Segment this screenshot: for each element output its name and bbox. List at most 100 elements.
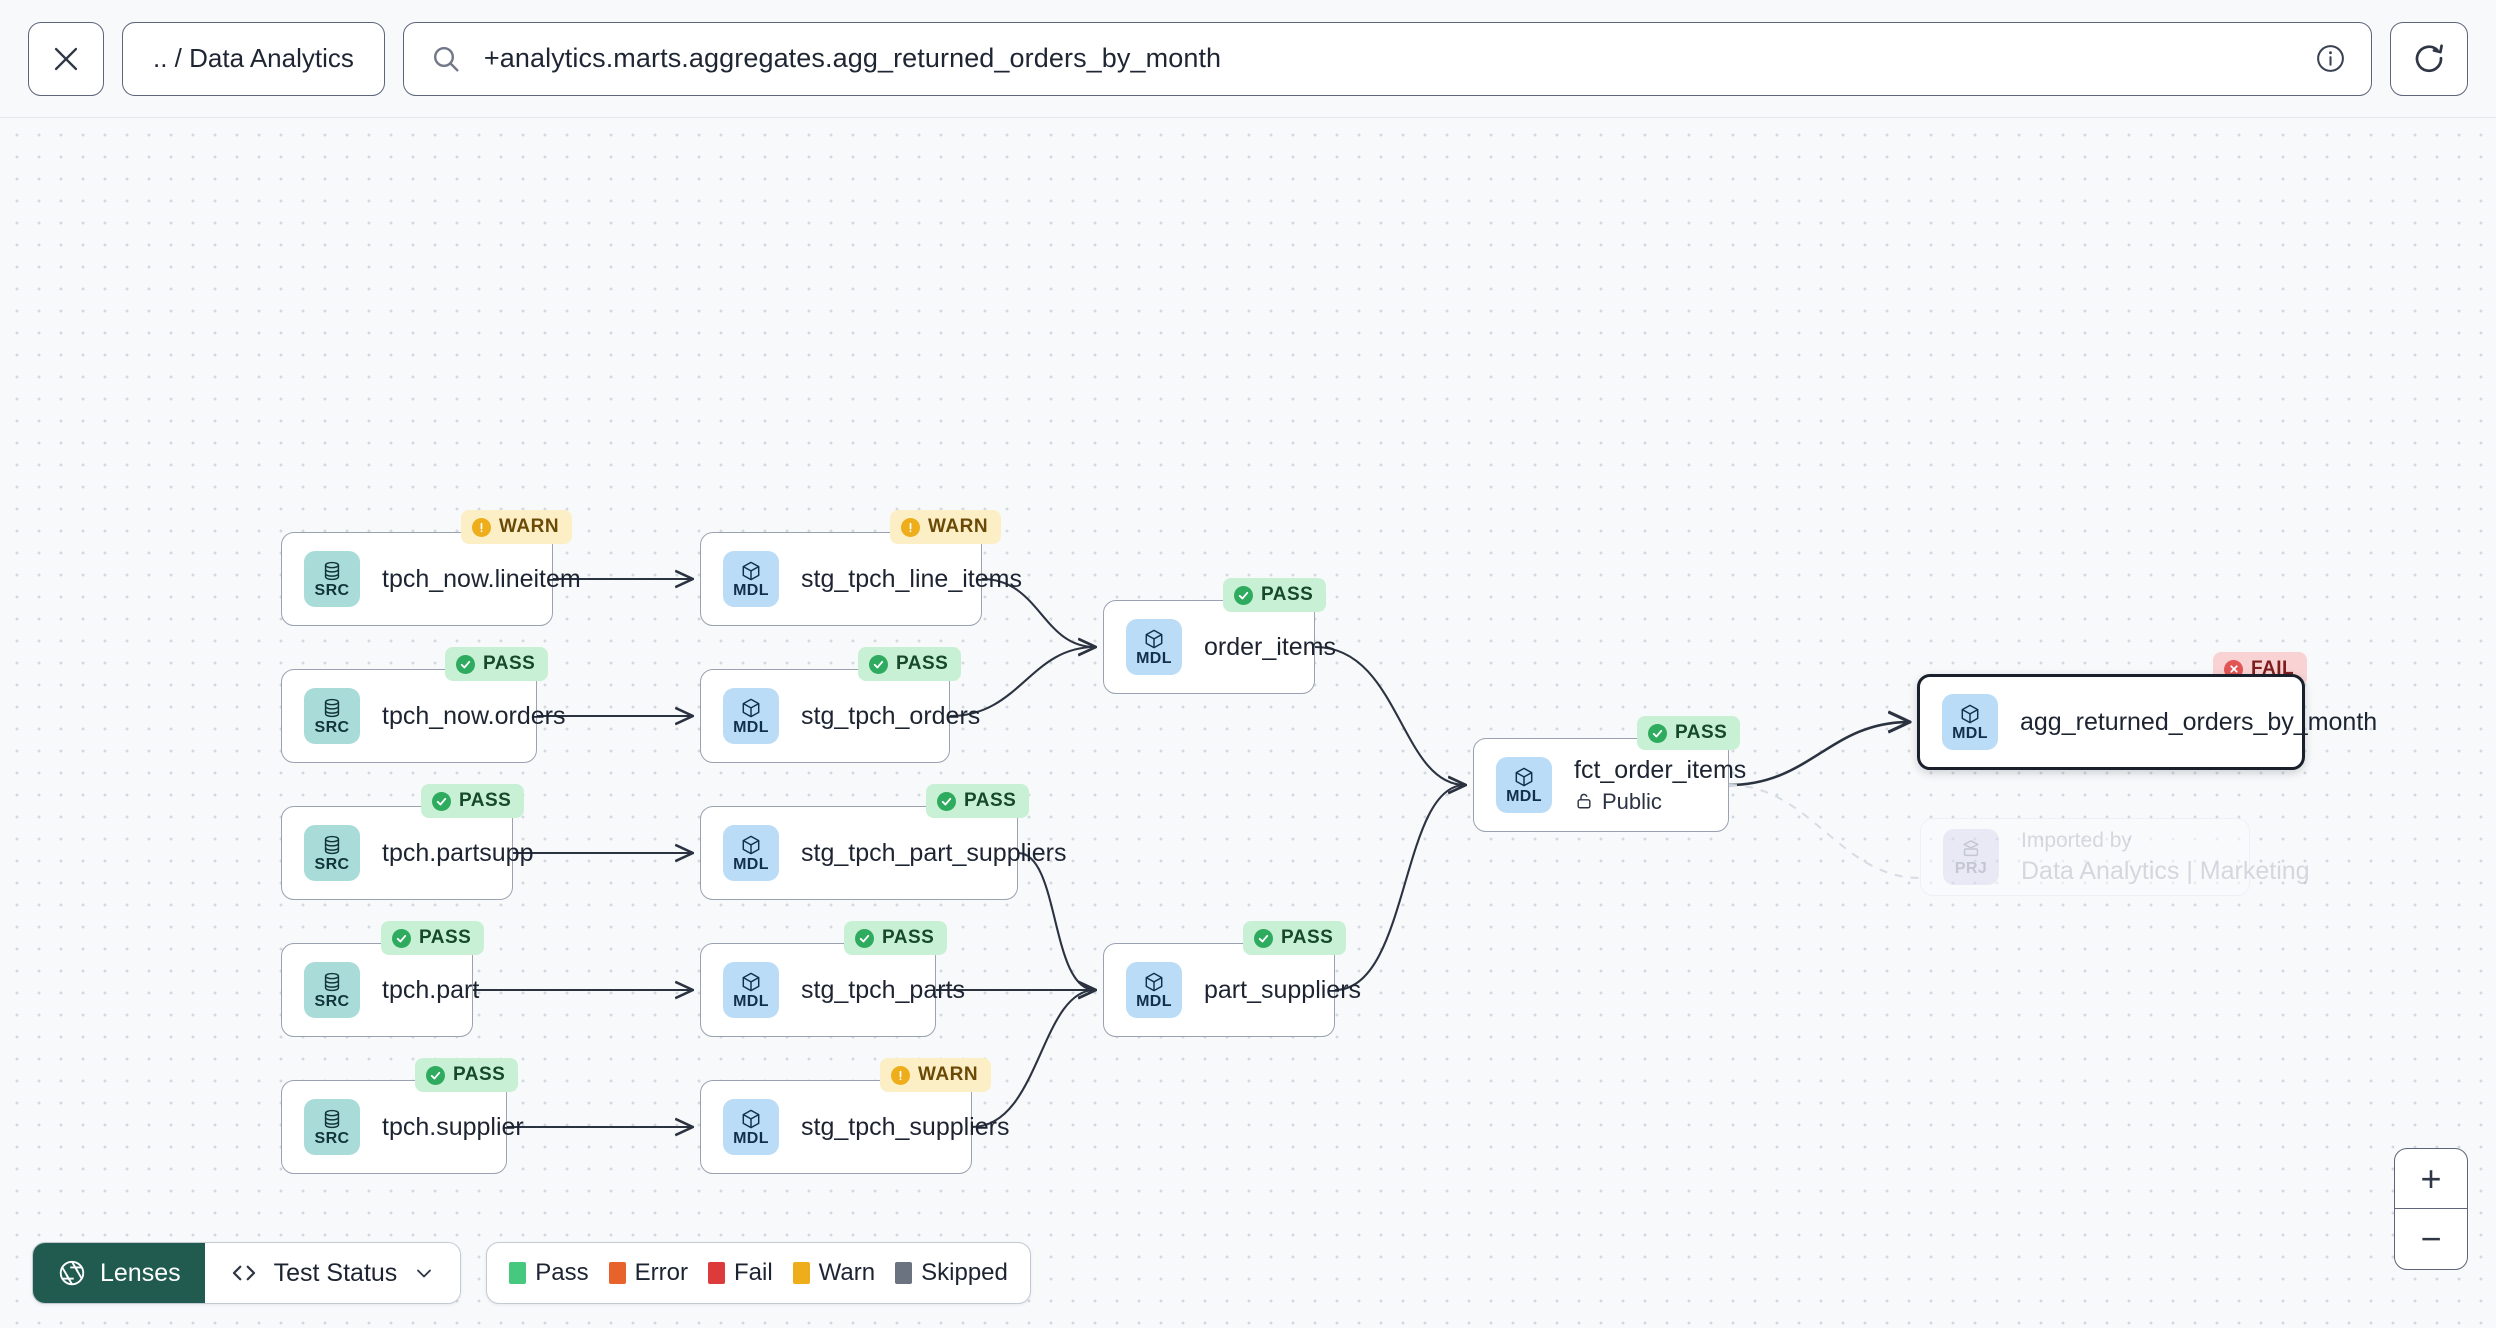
legend-label: Pass <box>535 1259 589 1286</box>
code-icon <box>232 1265 255 1281</box>
lineage-node-agg_returned_orders_by_month[interactable]: MDL agg_returned_orders_by_month <box>1917 674 2377 770</box>
cube-icon <box>742 561 760 580</box>
zoom-out-button[interactable]: − <box>2420 1218 2442 1259</box>
status-icon-pass <box>432 791 451 811</box>
status-badge-tpch_now_orders[interactable]: PASS <box>445 647 549 681</box>
lineage-edges <box>473 118 1921 1328</box>
legend-swatch <box>509 1262 527 1284</box>
database-icon <box>324 972 340 991</box>
status-badge-order_items[interactable]: PASS <box>1223 578 1327 612</box>
node-kind-badge: SRC <box>304 962 360 1018</box>
status-label: PASS <box>483 653 536 674</box>
node-kind-label: MDL <box>1136 992 1172 1010</box>
node-visibility-label: Public <box>1602 788 1662 814</box>
node-text: tpch.supplier <box>382 1113 524 1142</box>
lineage-node-stg_tpch_suppliers[interactable]: MDL stg_tpch_suppliers <box>700 1080 1009 1174</box>
status-icon-warn <box>901 517 920 537</box>
node-kind-label: SRC <box>314 718 350 736</box>
node-text: part_suppliers <box>1204 976 1361 1005</box>
search-input[interactable]: +analytics.marts.aggregates.agg_returned… <box>402 21 2372 96</box>
node-text: stg_tpch_part_suppliers <box>801 839 1066 868</box>
cube-icon <box>742 972 760 991</box>
node-kind-badge: MDL <box>723 1099 779 1155</box>
node-name: stg_tpch_suppliers <box>801 1112 1010 1141</box>
node-kind-badge: MDL <box>1942 694 1998 750</box>
node-kind-badge: SRC <box>304 1099 360 1155</box>
legend-label: Warn <box>818 1259 876 1286</box>
node-text: stg_tpch_suppliers <box>801 1113 1009 1142</box>
status-badge-fct_order_items[interactable]: PASS <box>1637 716 1741 750</box>
status-label: PASS <box>419 927 472 948</box>
cube-icon <box>742 835 760 854</box>
lineage-node-order_items[interactable]: MDL order_items <box>1103 600 1336 694</box>
status-icon-pass <box>855 928 874 948</box>
cube-icon <box>1145 629 1163 648</box>
legend-label: Fail <box>734 1259 773 1286</box>
status-badge-stg_tpch_suppliers[interactable]: WARN <box>880 1058 992 1092</box>
lenses-button[interactable]: Lenses <box>33 1243 205 1303</box>
chevron-down-icon <box>417 1269 432 1278</box>
legend-label: Error <box>634 1259 688 1286</box>
aperture-icon <box>59 1260 85 1286</box>
cube-icon <box>1145 972 1163 991</box>
legend-item-error[interactable]: Error <box>608 1259 688 1287</box>
status-badge-tpch_part[interactable]: PASS <box>381 921 485 955</box>
info-icon[interactable] <box>2314 42 2347 75</box>
status-icon-warn <box>472 517 491 537</box>
status-badge-stg_tpch_part_suppliers[interactable]: PASS <box>926 784 1030 818</box>
legend-swatch <box>792 1262 810 1284</box>
node-text: agg_returned_orders_by_month <box>2020 708 2377 737</box>
node-kind-badge: MDL <box>1496 757 1552 813</box>
status-icon-fail <box>2224 659 2243 679</box>
lineage-node-tpch_supplier[interactable]: SRC tpch.supplier <box>281 1080 524 1174</box>
node-text: stg_tpch_orders <box>801 702 980 731</box>
legend-label: Skipped <box>921 1259 1008 1286</box>
zoom-in-button[interactable]: + <box>2395 1149 2467 1209</box>
refresh-icon <box>2415 43 2443 72</box>
node-kind-label: MDL <box>1506 787 1542 805</box>
lens-group: Lenses Test Status <box>32 1242 462 1304</box>
status-badge-stg_tpch_parts[interactable]: PASS <box>844 921 948 955</box>
status-badge-part_suppliers[interactable]: PASS <box>1243 921 1347 955</box>
status-badge-tpch_partsupp[interactable]: PASS <box>421 784 525 818</box>
test-status-dropdown[interactable]: Test Status <box>204 1243 461 1303</box>
node-name: tpch_now.orders <box>382 701 566 730</box>
lineage-node-tpch_now_orders[interactable]: SRC tpch_now.orders <box>281 669 565 763</box>
status-label: PASS <box>459 790 512 811</box>
close-button[interactable] <box>28 21 104 96</box>
node-kind-label: SRC <box>314 581 350 599</box>
node-kind-label: MDL <box>733 992 769 1010</box>
legend-item-pass[interactable]: Pass <box>509 1259 589 1287</box>
zoom-controls: + − <box>2394 1148 2468 1270</box>
lineage-node-stg_tpch_part_suppliers[interactable]: MDL stg_tpch_part_suppliers <box>700 806 1066 900</box>
node-kind-badge: MDL <box>1126 619 1182 675</box>
legend-item-warn[interactable]: Warn <box>792 1259 876 1287</box>
status-label: PASS <box>964 790 1017 811</box>
legend-item-fail[interactable]: Fail <box>708 1259 773 1287</box>
database-icon <box>324 698 340 717</box>
node-text: order_items <box>1204 633 1336 662</box>
status-badge-tpch_supplier[interactable]: PASS <box>415 1058 519 1092</box>
status-icon-pass <box>426 1065 445 1085</box>
status-label: PASS <box>896 653 949 674</box>
status-label: PASS <box>1261 584 1314 605</box>
lineage-node-part_suppliers[interactable]: MDL part_suppliers <box>1103 943 1361 1037</box>
status-icon-pass <box>1648 723 1667 743</box>
node-kind-badge: MDL <box>723 825 779 881</box>
legend-item-skipped[interactable]: Skipped <box>895 1259 1008 1287</box>
breadcrumb[interactable]: .. / Data Analytics <box>122 21 385 96</box>
status-badge-stg_tpch_line_items[interactable]: WARN <box>890 510 1002 544</box>
status-badge-tpch_now_lineitem[interactable]: WARN <box>461 510 573 544</box>
status-badge-stg_tpch_orders[interactable]: PASS <box>858 647 962 681</box>
refresh-button[interactable] <box>2390 21 2468 96</box>
status-icon-pass <box>392 928 411 948</box>
